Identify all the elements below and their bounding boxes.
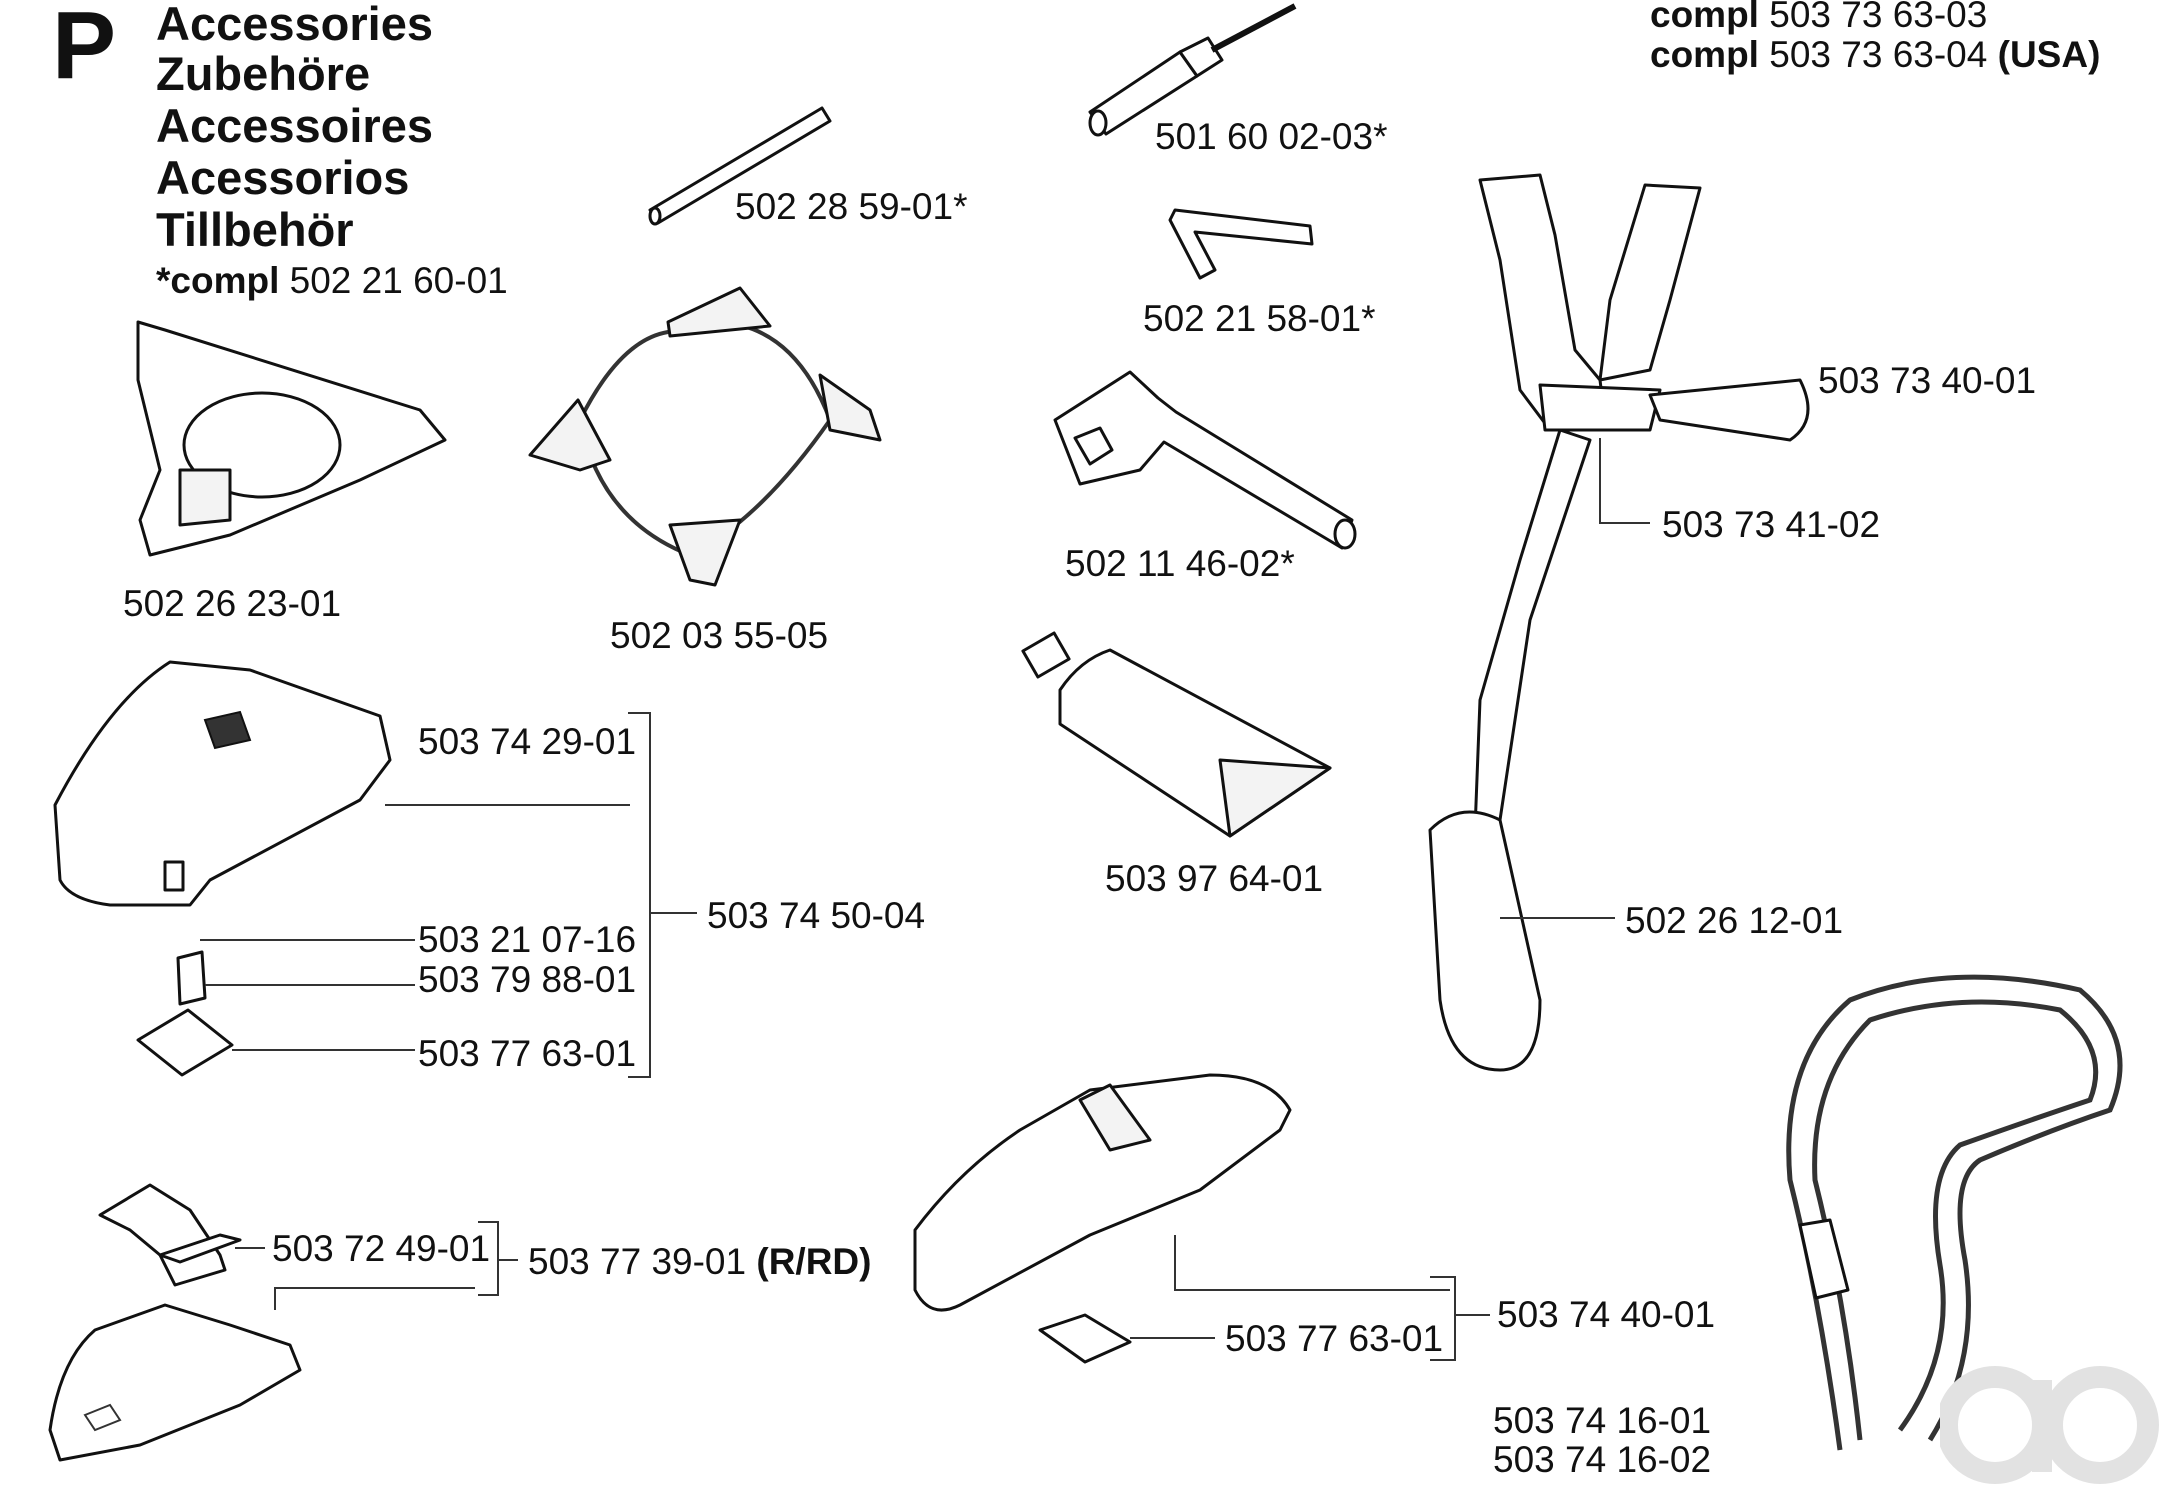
label-harness-buckle: 503 73 41-02 — [1662, 504, 1881, 545]
label-hip-pad: 502 26 12-01 — [1625, 900, 1844, 941]
title-english: Accessories — [156, 0, 433, 50]
grease-tube-part — [1021, 631, 1332, 838]
title-german: Zubehöre — [156, 47, 371, 100]
label-rod: 502 28 59-01* — [735, 186, 968, 227]
bracket-part — [98, 1183, 242, 1287]
label-harness-strap: 503 73 40-01 — [1818, 360, 2037, 401]
label-screwdriver: 501 60 02-03* — [1155, 116, 1388, 157]
compl-number-1: 503 73 63-03 — [1769, 0, 1988, 35]
label-triangular-plate: 502 26 23-01 — [123, 583, 342, 624]
triangular-plate-part — [136, 320, 447, 557]
label-guard2-kit: 503 74 40-01 — [1497, 1294, 1716, 1335]
compl-number-2: 503 73 63-04 — [1769, 34, 1988, 75]
compl-number: 502 21 60-01 — [289, 260, 508, 301]
shoulder-sling-part — [1786, 974, 2123, 1451]
label-guard-kit: 503 74 50-04 — [707, 895, 926, 936]
label-blade-guard: 502 03 55-05 — [610, 615, 829, 656]
label-plate-square-2: 503 77 63-01 — [1225, 1318, 1444, 1359]
small-guard-part — [48, 1303, 302, 1462]
title-portuguese: Acessorios — [156, 151, 410, 204]
label-bracket: 503 72 49-01 — [272, 1228, 491, 1269]
rod-part — [648, 106, 832, 226]
label-plate-square-1: 503 77 63-01 — [418, 1033, 637, 1074]
label-guard-rrd-suffix: (R/RD) — [756, 1241, 872, 1282]
label-grease: 503 97 64-01 — [1105, 858, 1324, 899]
spanner-part — [1053, 370, 1357, 550]
compl-line-1: compl 503 73 63-03 — [1650, 0, 1987, 33]
label-guard-main: 503 74 29-01 — [418, 721, 637, 762]
label-sling-2: 503 74 16-02 — [1493, 1439, 1712, 1480]
usa-tag: (USA) — [1997, 34, 2101, 75]
second-guard-part — [913, 1073, 1292, 1364]
harness-part — [1428, 173, 1810, 1072]
blade-guard-part — [528, 286, 882, 587]
compl-word-2: compl — [1650, 34, 1759, 75]
compl-note: *compl 502 21 60-01 — [156, 262, 508, 299]
label-spanner: 502 11 46-02* — [1065, 543, 1295, 584]
compl-prefix: *compl — [156, 260, 280, 301]
label-sling-1: 503 74 16-01 — [1493, 1400, 1712, 1441]
main-guard-part — [53, 660, 392, 1077]
title-swedish: Tillbehör — [156, 203, 354, 256]
label-guard-rrd: 503 77 39-01 (R/RD) — [528, 1243, 871, 1280]
compl-word-1: compl — [1650, 0, 1759, 35]
compl-line-2: compl 503 73 63-04 (USA) — [1650, 36, 2100, 73]
screwdriver-part — [1088, 3, 1297, 137]
label-clip: 503 79 88-01 — [418, 959, 637, 1000]
label-hex-key: 502 21 58-01* — [1143, 298, 1376, 339]
hex-key-part — [1168, 208, 1314, 280]
label-guard-rrd-number: 503 77 39-01 — [528, 1241, 747, 1282]
leader-lines — [200, 438, 1650, 1361]
label-screw: 503 21 07-16 — [418, 919, 637, 960]
title-french: Accessoires — [156, 99, 433, 152]
ao-logo-icon — [1940, 1366, 2159, 1484]
section-letter: P — [52, 0, 117, 99]
